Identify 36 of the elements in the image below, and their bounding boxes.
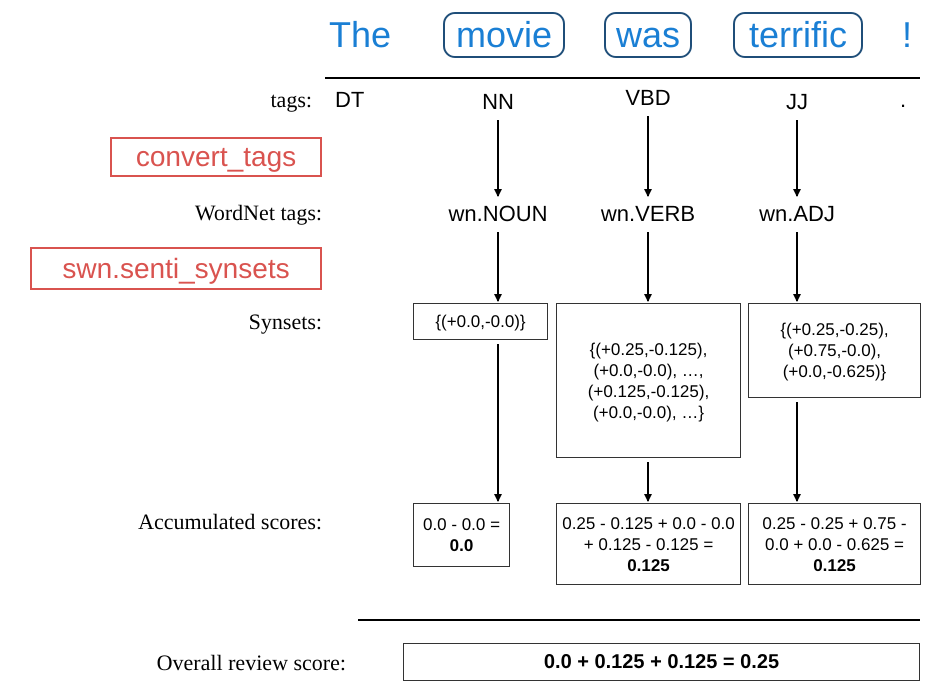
- arrow: [644, 462, 652, 502]
- label-text: DT: [335, 86, 366, 114]
- arrow: [644, 232, 652, 302]
- arrow: [494, 344, 502, 502]
- word-text: The: [320, 12, 400, 58]
- tag-text: wn.ADJ: [742, 198, 852, 228]
- tag-text: NN: [468, 86, 528, 116]
- function-box: swn.senti_synsets: [30, 247, 322, 290]
- score-box: 0.25 - 0.125 + 0.0 - 0.0 + 0.125 - 0.125 = 0.125: [556, 503, 741, 585]
- highlighted-word: was: [604, 12, 692, 58]
- label-text: .: [900, 86, 908, 114]
- arrow: [793, 402, 801, 502]
- label-text: WordNet tags:: [194, 199, 322, 227]
- highlighted-word: movie: [443, 12, 565, 58]
- arrow: [494, 232, 502, 302]
- tag-text: wn.NOUN: [428, 198, 568, 228]
- tag-text: VBD: [613, 82, 683, 112]
- arrow: [644, 116, 652, 197]
- tag-text: wn.VERB: [583, 198, 713, 228]
- label-text: Accumulated scores:: [137, 508, 322, 536]
- arrow: [793, 120, 801, 197]
- label-text: Synsets:: [248, 308, 322, 336]
- synset-box: {(+0.25,-0.25), (+0.75,-0.0), (+0.0,-0.625)}: [748, 303, 921, 398]
- label-text: tags:: [269, 86, 312, 114]
- word-text: !: [893, 12, 921, 58]
- synset-box: {(+0.25,-0.125), (+0.0,-0.0), …, (+0.125,-0.125), (+0.0,-0.0), …}: [556, 303, 741, 458]
- synset-box: {(+0.0,-0.0)}: [413, 303, 548, 340]
- label-text: Overall review score:: [156, 649, 346, 677]
- total-score-box: 0.0 + 0.125 + 0.125 = 0.25: [403, 643, 920, 681]
- arrow: [494, 120, 502, 197]
- score-box: 0.0 - 0.0 = 0.0: [413, 503, 510, 567]
- highlighted-word: terrific: [733, 12, 863, 58]
- tag-text: JJ: [767, 86, 827, 116]
- score-box: 0.25 - 0.25 + 0.75 - 0.0 + 0.0 - 0.625 = 0.125: [748, 503, 921, 585]
- arrow: [793, 232, 801, 302]
- function-box: convert_tags: [110, 137, 322, 177]
